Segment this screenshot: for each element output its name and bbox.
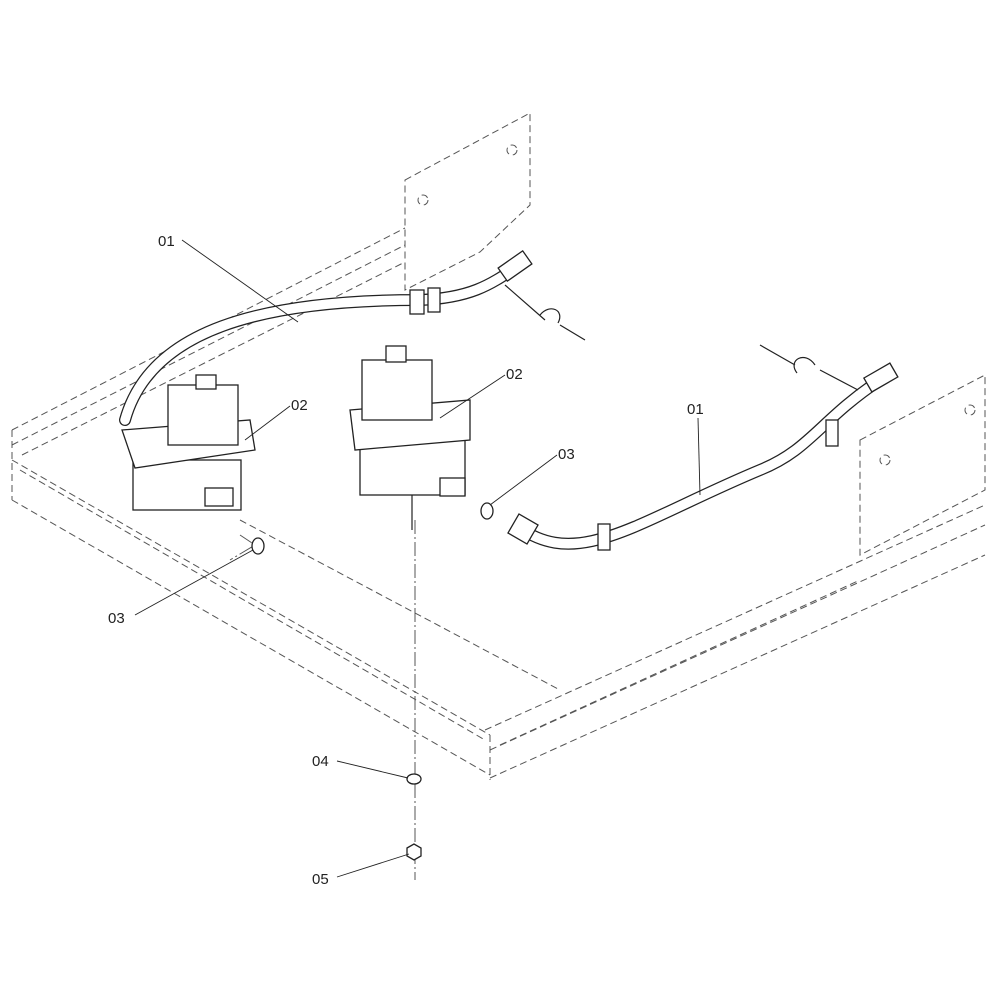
coupling [862, 362, 899, 393]
front-bracket-plate [859, 374, 986, 556]
safety-chain [504, 284, 586, 341]
valve-port [204, 487, 234, 507]
hose-assembly-right [507, 344, 899, 551]
hose-clamp [597, 523, 611, 551]
callout-02-valve-right: 02 [506, 366, 523, 383]
o-ring-right [480, 502, 494, 520]
safety-chain [759, 344, 859, 391]
bracket-hole [506, 144, 518, 156]
rear-bracket-plate [404, 112, 531, 291]
callout-03-oring-right: 03 [558, 446, 575, 463]
hose-clamp [427, 287, 441, 313]
valve-port [439, 477, 466, 497]
valve-left [121, 374, 256, 511]
mounting-frame [11, 112, 986, 880]
valve-right [349, 345, 471, 530]
callout-04-washer: 04 [312, 753, 329, 770]
o-ring-left [251, 537, 265, 555]
hose-clamp [825, 419, 839, 447]
hose-nut [507, 513, 539, 545]
callout-01-hose-left: 01 [158, 233, 175, 250]
solenoid-cap [195, 374, 217, 390]
solenoid-housing [361, 359, 433, 421]
solenoid-housing [167, 384, 239, 446]
callout-01-hose-right: 01 [687, 401, 704, 418]
callout-02-valve-left: 02 [291, 397, 308, 414]
coupling [497, 249, 533, 283]
solenoid-cap [385, 345, 407, 363]
callout-05-nut: 05 [312, 871, 329, 888]
hose-clamp [409, 289, 425, 315]
hose-assembly-left [119, 249, 586, 426]
washer [406, 773, 422, 785]
bracket-hole [417, 194, 429, 206]
callout-03-oring-left: 03 [108, 610, 125, 627]
hex-nut [406, 843, 422, 861]
callout-leaders [134, 239, 701, 878]
